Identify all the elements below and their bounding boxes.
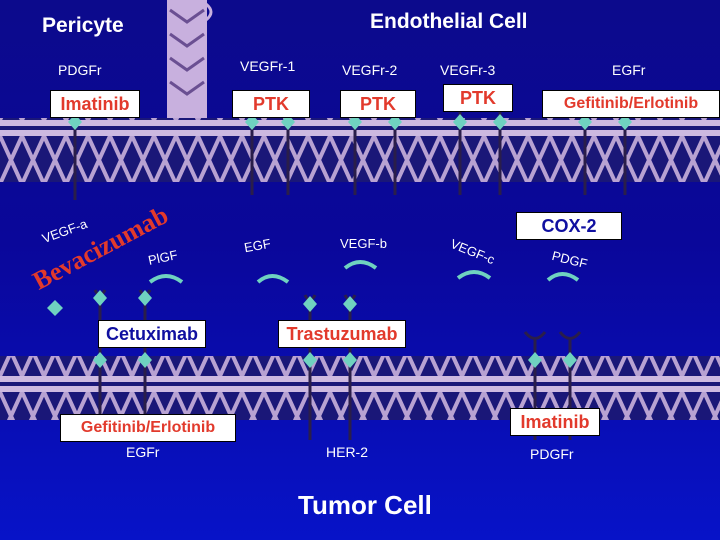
label-vegfr1: VEGFr-1 [240, 58, 296, 74]
label-pdgfr-top: PDGFr [58, 62, 102, 78]
ptk-box-2: PTK [340, 90, 416, 118]
label-her2: HER-2 [326, 444, 369, 460]
tumor-title: Tumor Cell [298, 490, 432, 520]
ptk-box-3: PTK [443, 84, 513, 112]
endothelial-membrane [0, 118, 720, 182]
gefitinib-box-top: Gefitinib/Erlotinib [542, 90, 720, 118]
gefitinib-box-bottom: Gefitinib/Erlotinib [60, 414, 236, 442]
label-vegfr2: VEGFr-2 [342, 62, 398, 78]
top-receptor-markers [68, 114, 632, 130]
label-egfr-top: EGFr [612, 62, 646, 78]
trastuzumab-box: Trastuzumab [278, 320, 406, 348]
ptk-box-1: PTK [232, 90, 310, 118]
endothelial-title: Endothelial Cell [370, 10, 528, 33]
cox2-box: COX-2 [516, 212, 622, 240]
bottom-receptor-markers [93, 352, 577, 368]
receptor-egfr-top [573, 108, 637, 195]
receptor-vegfr3 [448, 94, 512, 195]
imatinib-box-bottom: Imatinib [510, 408, 600, 436]
receptor-vegfr1 [240, 108, 300, 195]
receptor-vegfr2 [343, 108, 407, 195]
middle-markers [47, 290, 357, 316]
label-egfr-bottom: EGFr [126, 444, 160, 460]
pericyte-process [167, 0, 213, 118]
pericyte-title: Pericyte [42, 14, 124, 37]
label-vegfr3: VEGFr-3 [440, 62, 496, 78]
ligand-shapes [148, 260, 580, 284]
tumor-membrane [0, 356, 720, 420]
cetuximab-box: Cetuximab [98, 320, 206, 348]
bevacizumab-arc: Bevacizumab [28, 200, 173, 306]
ligand-vegfb: VEGF-b [340, 236, 387, 251]
label-pdgfr-bottom: PDGFr [530, 446, 574, 462]
imatinib-box-top: Imatinib [50, 90, 140, 118]
